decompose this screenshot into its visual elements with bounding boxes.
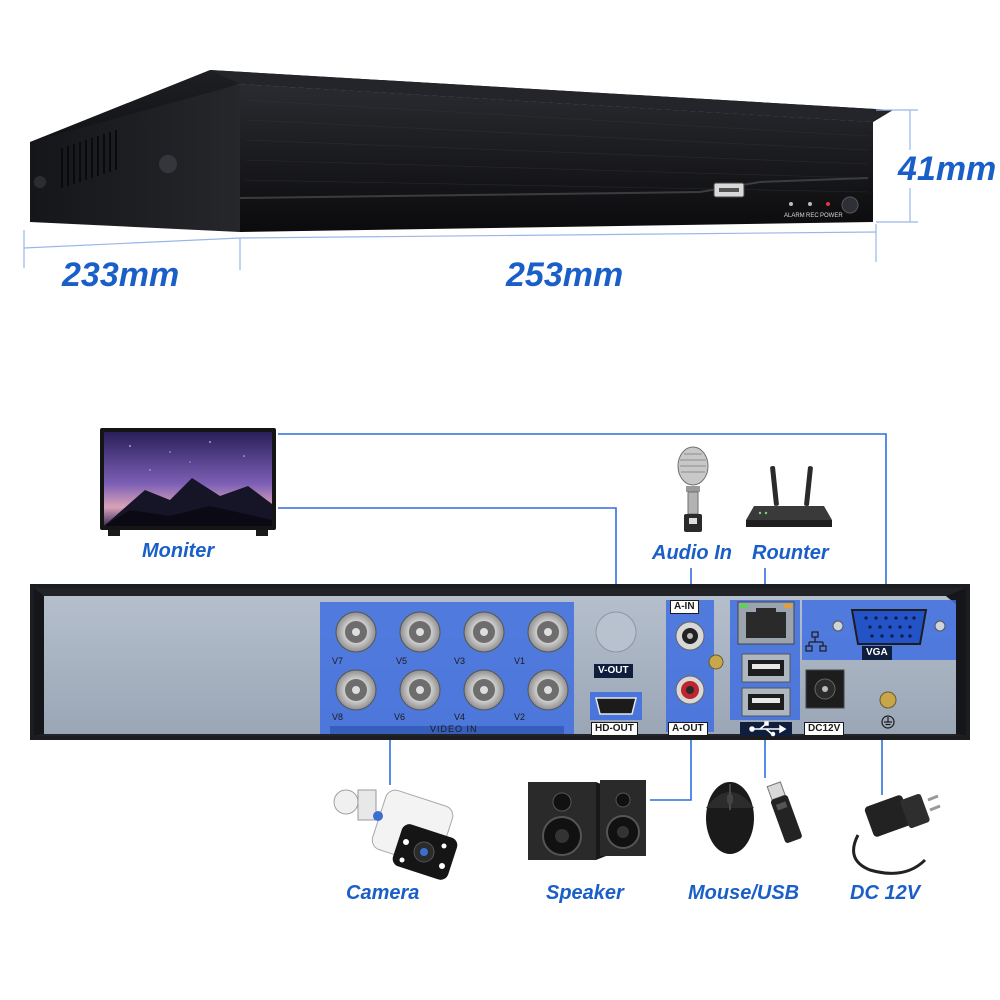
power-adapter-device — [852, 793, 941, 875]
bnc-v2[interactable] — [527, 669, 569, 711]
usb-stick-device — [766, 781, 802, 843]
bnc-label-v6: V6 — [394, 712, 406, 722]
bnc-v1[interactable] — [527, 611, 569, 653]
bnc-v4[interactable] — [463, 669, 505, 711]
label-camera: Camera — [346, 882, 420, 904]
bnc-label-v2: V2 — [514, 712, 526, 722]
bnc-label-v7: V7 — [332, 656, 344, 666]
bnc-v7[interactable] — [335, 611, 377, 653]
led-label-power: POWER — [820, 213, 843, 219]
dvr-front-view — [30, 70, 893, 232]
dimension-height: 41mm — [898, 150, 997, 188]
led-alarm — [789, 202, 793, 206]
label-mouse-usb: Mouse/USB — [688, 882, 800, 904]
bnc-label-v8: V8 — [332, 712, 344, 722]
rca-a-in[interactable] — [675, 621, 705, 651]
monitor-device — [100, 428, 276, 536]
rca-a-out[interactable] — [675, 675, 705, 705]
dimension-lines — [23, 109, 918, 270]
port-tag-dc12v: DC12V — [804, 722, 845, 736]
audio-block — [666, 600, 714, 732]
label-monitor: Moniter — [142, 540, 215, 562]
side-screw — [159, 155, 177, 173]
microphone-device — [677, 446, 709, 532]
dc-power-jack[interactable] — [805, 669, 845, 709]
vga-port[interactable] — [832, 609, 946, 645]
bnc-connectors — [335, 611, 569, 711]
side-vents — [61, 130, 117, 188]
led-label-alarm: ALARM — [784, 213, 805, 219]
bnc-label-v5: V5 — [396, 656, 408, 666]
usb-port-1[interactable] — [741, 653, 791, 683]
front-power-button[interactable] — [841, 196, 859, 214]
camera-device — [333, 789, 458, 880]
port-tag-a-out: A-OUT — [668, 722, 708, 736]
bnc-label-v3: V3 — [454, 656, 466, 666]
label-speaker: Speaker — [546, 882, 624, 904]
dimension-width: 253mm — [506, 256, 624, 294]
bnc-v5[interactable] — [399, 611, 441, 653]
led-label-rec: REC — [806, 213, 819, 219]
dimension-depth: 233mm — [62, 256, 180, 294]
port-tag-hd-out: HD-OUT — [591, 722, 638, 736]
ground-terminal — [879, 691, 897, 709]
bnc-v8[interactable] — [335, 669, 377, 711]
network-icon — [805, 631, 827, 652]
label-router: Rounter — [752, 542, 829, 564]
led-rec — [808, 202, 812, 206]
bnc-label-v4: V4 — [454, 712, 466, 722]
usb-icon — [749, 721, 787, 737]
bnc-v3[interactable] — [463, 611, 505, 653]
hdmi-port[interactable] — [595, 697, 637, 715]
led-power — [826, 202, 830, 206]
label-dc: DC 12V — [850, 882, 921, 904]
dvr-left-side — [30, 84, 240, 232]
ground-icon — [881, 715, 895, 729]
ground-screw — [708, 654, 724, 670]
rj45-port[interactable] — [737, 601, 795, 645]
video-in-label: VIDEO IN — [430, 724, 478, 734]
port-tag-vga: VGA — [862, 646, 892, 660]
dvr-rear-panel — [30, 584, 970, 740]
router-device — [746, 465, 832, 527]
v-out-port[interactable] — [595, 611, 637, 653]
speaker-device — [528, 780, 646, 860]
usb-port-2[interactable] — [741, 687, 791, 717]
port-tag-v-out: V-OUT — [594, 664, 633, 678]
label-audio-in: Audio In — [652, 542, 732, 564]
port-tag-a-in: A-IN — [670, 600, 699, 614]
bnc-label-v1: V1 — [514, 656, 526, 666]
mouse-device — [706, 782, 754, 854]
bnc-v6[interactable] — [399, 669, 441, 711]
